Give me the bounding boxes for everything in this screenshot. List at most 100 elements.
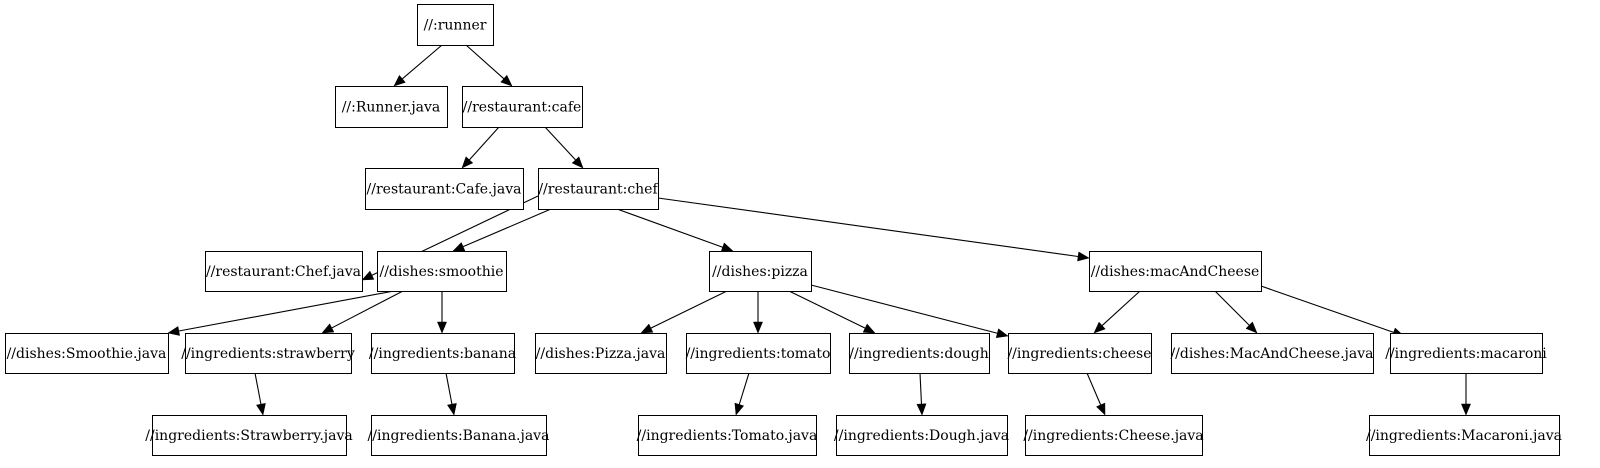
graph-edge <box>657 197 1090 262</box>
graph-edge <box>465 44 513 87</box>
edge-arrowhead-icon <box>361 270 375 281</box>
graph-node-tomato_java[interactable]: //ingredients:Tomato.java <box>637 415 818 456</box>
node-label: //restaurant:cafe <box>463 100 582 116</box>
edge-line <box>544 126 576 161</box>
edge-line <box>788 290 866 329</box>
node-box[interactable] <box>1008 333 1152 374</box>
edge-arrowhead-icon <box>916 403 927 416</box>
node-box[interactable] <box>1089 251 1262 292</box>
node-box[interactable] <box>371 333 515 374</box>
graph-edge <box>734 372 750 416</box>
node-box[interactable] <box>535 333 667 374</box>
edge-line <box>465 44 505 80</box>
graph-edge <box>1086 372 1106 416</box>
edge-arrowhead-icon <box>1077 251 1090 262</box>
node-box[interactable] <box>836 415 1008 456</box>
node-label: //:runner <box>424 18 487 34</box>
node-box[interactable] <box>371 415 547 456</box>
node-box[interactable] <box>709 251 812 292</box>
graph-node-dishes_pizza[interactable]: //dishes:pizza <box>709 251 812 292</box>
edge-line <box>402 44 443 80</box>
edges-layer <box>167 44 1471 416</box>
edge-arrowhead-icon <box>500 74 513 87</box>
node-box[interactable] <box>686 333 831 374</box>
node-box[interactable] <box>638 415 817 456</box>
node-box[interactable] <box>377 251 507 292</box>
node-box[interactable] <box>205 251 363 292</box>
node-box[interactable] <box>5 333 169 374</box>
node-box[interactable] <box>185 333 352 374</box>
graph-node-dishes_smoothie[interactable]: //dishes:smoothie <box>377 251 507 292</box>
graph-node-smoothie_java[interactable]: //dishes:Smoothie.java <box>5 333 169 374</box>
graph-node-dishes_mac[interactable]: //dishes:macAndCheese <box>1089 251 1262 292</box>
node-box[interactable] <box>417 4 494 46</box>
graph-node-runner[interactable]: //:runner <box>417 4 494 46</box>
edge-arrowhead-icon <box>461 156 474 169</box>
edge-line <box>178 290 395 332</box>
graph-node-ing_cheese[interactable]: //ingredients:cheese <box>1007 333 1152 374</box>
graph-node-ing_banana[interactable]: //ingredients:banana <box>369 333 516 374</box>
node-label: //dishes:pizza <box>712 264 808 280</box>
node-label: //:Runner.java <box>342 100 441 116</box>
graph-node-dough_java[interactable]: //ingredients:Dough.java <box>834 415 1009 456</box>
graph-edge <box>544 126 584 169</box>
graph-edge <box>393 44 443 87</box>
graph-node-macaroni_java[interactable]: //ingredients:Macaroni.java <box>1366 415 1562 456</box>
node-label: //ingredients:cheese <box>1007 346 1151 362</box>
edge-arrowhead-icon <box>447 403 457 416</box>
graph-edge <box>167 290 395 336</box>
node-box[interactable] <box>152 415 347 456</box>
graph-edge <box>640 290 728 334</box>
edge-line <box>468 126 500 161</box>
node-label: //dishes:smoothie <box>380 264 504 280</box>
node-box[interactable] <box>1171 333 1374 374</box>
nodes-layer: //:runner //:Runner.java //restaurant:cafe… <box>5 4 1562 456</box>
node-box[interactable] <box>849 333 990 374</box>
edge-line <box>919 372 923 405</box>
graph-node-ing_macaroni[interactable]: //ingredients:macaroni <box>1385 333 1547 374</box>
edge-line <box>1086 372 1102 406</box>
node-label: //ingredients:Tomato.java <box>637 428 818 444</box>
node-box[interactable] <box>1390 333 1543 374</box>
graph-edge <box>254 372 266 416</box>
graph-node-restaurant_chef[interactable]: //restaurant:chef <box>538 168 659 210</box>
node-label: //ingredients:tomato <box>686 346 831 362</box>
graph-edge <box>1461 373 1471 416</box>
node-box[interactable] <box>365 168 524 210</box>
edge-arrowhead-icon <box>862 323 876 334</box>
node-box[interactable] <box>1025 415 1203 456</box>
edge-arrowhead-icon <box>640 323 654 334</box>
node-box[interactable] <box>335 86 448 128</box>
graph-node-restaurant_cafe[interactable]: //restaurant:cafe <box>462 86 583 128</box>
edge-arrowhead-icon <box>1093 321 1106 334</box>
edge-line <box>254 372 262 405</box>
edge-arrowhead-icon <box>167 326 180 336</box>
graph-node-cafe_java[interactable]: //restaurant:Cafe.java <box>365 168 524 210</box>
edge-arrowhead-icon <box>734 402 745 416</box>
edge-arrowhead-icon <box>571 156 584 169</box>
graph-node-strawberry_java[interactable]: //ingredients:Strawberry.java <box>145 415 353 456</box>
graph-node-pizza_java[interactable]: //dishes:Pizza.java <box>535 333 667 374</box>
graph-node-runner_java[interactable]: //:Runner.java <box>335 86 448 128</box>
edge-line <box>1214 290 1250 326</box>
graph-node-banana_java[interactable]: //ingredients:Banana.java <box>368 415 550 456</box>
node-label: //ingredients:Cheese.java <box>1023 428 1203 444</box>
graph-node-ing_dough[interactable]: //ingredients:dough <box>849 333 990 374</box>
graph-node-cheese_java[interactable]: //ingredients:Cheese.java <box>1023 415 1204 456</box>
graph-node-ing_tomato[interactable]: //ingredients:tomato <box>686 333 831 374</box>
node-box[interactable] <box>1369 415 1560 456</box>
graph-node-mac_java[interactable]: //dishes:MacAndCheese.java <box>1170 333 1374 374</box>
graph-node-chef_java[interactable]: //restaurant:Chef.java <box>205 251 363 292</box>
node-box[interactable] <box>462 86 583 128</box>
edge-line <box>616 208 723 248</box>
edge-line <box>738 372 750 405</box>
node-box[interactable] <box>538 168 659 210</box>
edge-arrowhead-icon <box>1245 321 1258 334</box>
graph-edge <box>1260 285 1405 337</box>
graph-node-ing_strawberry[interactable]: //ingredients:strawberry <box>181 333 355 374</box>
edge-arrowhead-icon <box>452 241 466 252</box>
edge-arrowhead-icon <box>1095 402 1106 416</box>
node-label: //dishes:macAndCheese <box>1091 264 1260 280</box>
